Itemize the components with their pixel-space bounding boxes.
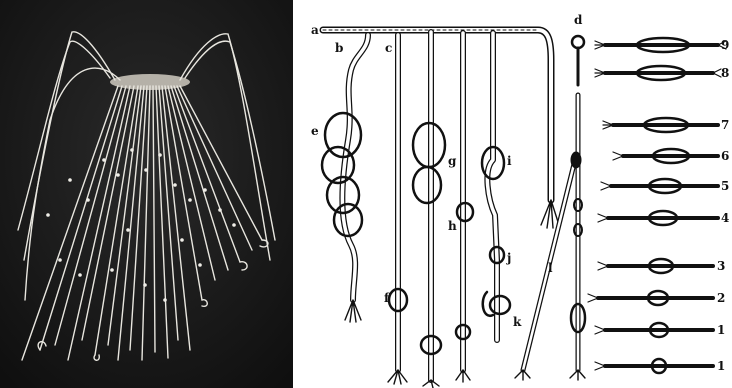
cord-i <box>482 33 510 340</box>
label-num-9: 9 <box>721 38 729 52</box>
label-num-5: 5 <box>721 179 729 193</box>
label-h: h <box>448 219 457 233</box>
label-num-3: 3 <box>717 259 725 273</box>
label-e: e <box>311 124 319 138</box>
quipu-photo-drawing <box>0 0 293 388</box>
label-d: d <box>574 13 583 27</box>
cord-c <box>388 35 407 384</box>
label-l: l <box>548 261 553 275</box>
label-num-7: 7 <box>721 118 729 132</box>
cord-g <box>413 32 445 388</box>
label-c: c <box>385 41 392 55</box>
label-i: i <box>507 154 512 168</box>
quipu-photo <box>0 0 293 388</box>
cord-h <box>456 33 473 382</box>
label-f: f <box>384 291 390 305</box>
specimen-tassels <box>588 41 726 370</box>
label-g: g <box>448 154 457 168</box>
label-k: k <box>513 315 522 329</box>
label-num-4: 4 <box>721 211 729 225</box>
label-j: j <box>506 251 511 265</box>
label-a: a <box>311 23 319 37</box>
label-num-8: 8 <box>721 66 729 80</box>
knot-diagram-drawing: a b c d e f g h i j k l 9 8 7 6 5 4 3 2 … <box>293 0 732 388</box>
label-num-1a: 1 <box>717 323 725 337</box>
label-num-1b: 1 <box>717 359 725 373</box>
knot-specimens <box>598 38 718 373</box>
knot-diagram: a b c d e f g h i j k l 9 8 7 6 5 4 3 2 … <box>293 0 732 388</box>
label-num-2: 2 <box>717 291 725 305</box>
label-num-6: 6 <box>721 149 729 163</box>
cord-e <box>322 35 368 322</box>
label-b: b <box>335 41 343 55</box>
